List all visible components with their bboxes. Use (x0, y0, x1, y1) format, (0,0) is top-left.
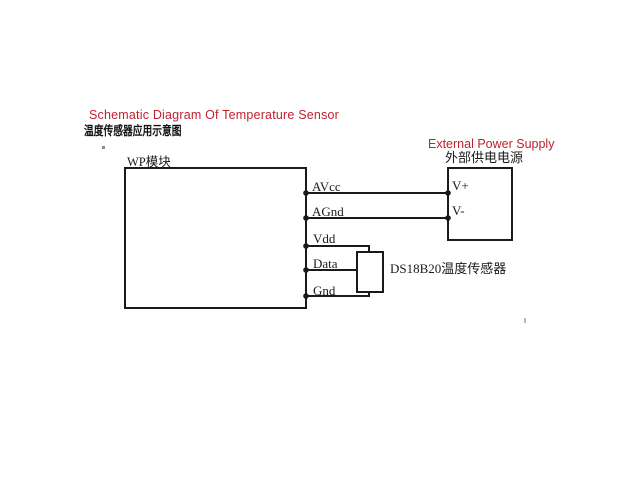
junction-dot-gnd (303, 293, 309, 299)
title-chinese: 温度传感器应用示意图 (84, 124, 182, 138)
junction-dot-data (303, 267, 309, 273)
power-supply-label-english: External Power Supply (428, 137, 555, 151)
pin-label-data: Data (313, 256, 338, 271)
junction-dot-avcc (303, 190, 309, 196)
ds18b20-sensor-label: DS18B20温度传感器 (390, 261, 507, 276)
ink-speck (102, 146, 105, 149)
power-supply-box (447, 167, 513, 241)
pin-label-avcc: AVcc (312, 179, 341, 194)
junction-dot-agnd (303, 215, 309, 221)
power-supply-label-chinese: 外部供电电源 (445, 150, 524, 165)
title-english: Schematic Diagram Of Temperature Sensor (89, 108, 340, 122)
wire-vdd-to-sensor (306, 245, 370, 252)
junction-dot-vminus (445, 215, 451, 221)
pin-label-agnd: AGnd (312, 204, 344, 219)
pin-label-vdd: Vdd (313, 231, 336, 246)
wp-module-label: WP模块 (127, 155, 171, 169)
terminal-label-vplus: V+ (452, 178, 469, 193)
junction-dot-vdd (303, 243, 309, 249)
junction-dot-vplus (445, 190, 451, 196)
wire-gnd-to-sensor (306, 292, 370, 297)
ds18b20-sensor-box (356, 251, 384, 293)
pin-label-gnd: Gnd (313, 283, 336, 298)
terminal-label-vminus: V- (452, 203, 465, 218)
wp-module-box (124, 167, 307, 309)
ink-speck (524, 318, 526, 323)
